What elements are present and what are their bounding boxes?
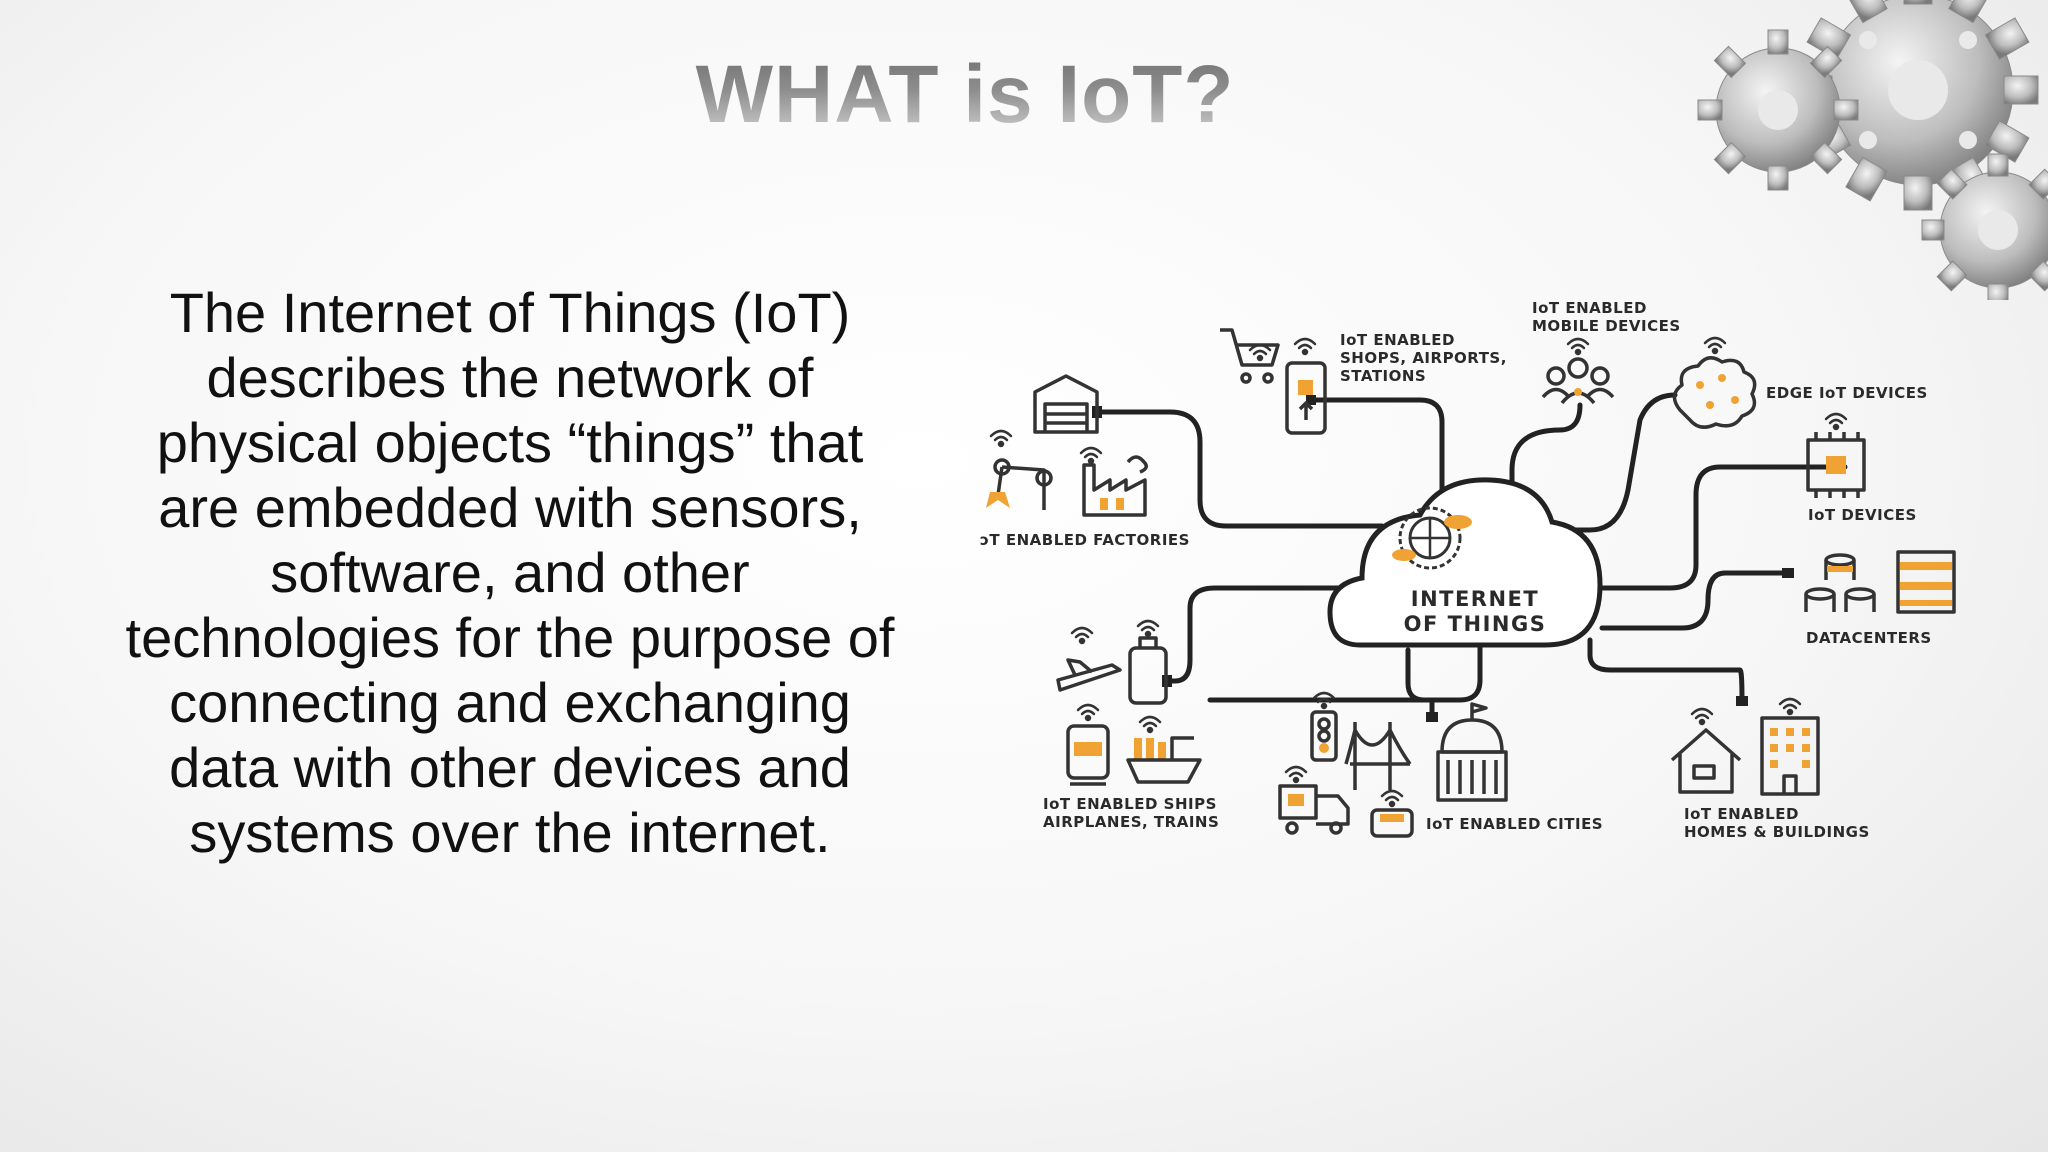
building-icon	[1760, 716, 1820, 796]
connector-lines	[1095, 392, 1848, 719]
iot-diagram: INTERNET OF THINGS ɔT ENABLED FACTORIES …	[980, 299, 1956, 841]
description-line: connecting and exchanging	[169, 671, 851, 734]
chip-icon	[1806, 438, 1866, 492]
datacenters-node: DATACENTERS	[1804, 550, 1956, 647]
traffic-light-icon	[1310, 710, 1338, 762]
airplane-icon	[1056, 658, 1122, 692]
car-icon	[1370, 808, 1414, 838]
shops-label-3: STATIONS	[1340, 367, 1426, 385]
luggage-icon	[1128, 646, 1168, 705]
homes-label-1: IoT ENABLED	[1684, 805, 1799, 823]
truck-icon	[1278, 784, 1350, 835]
ship-icon	[1126, 736, 1202, 784]
description-line: describes the network of	[206, 346, 814, 409]
transport-node: IoT ENABLED SHIPS AIRPLANES, TRAINS	[1043, 636, 1219, 831]
bridge-icon	[1344, 722, 1412, 790]
description-line: data with other devices and	[169, 736, 851, 799]
iot-devices-label: IoT DEVICES	[1808, 506, 1917, 524]
capitol-icon	[1436, 702, 1508, 802]
edge-node: EDGE IoT DEVICES	[1672, 356, 1928, 429]
cities-label: IoT ENABLED CITIES	[1426, 815, 1603, 833]
people-icon	[1541, 357, 1615, 405]
transport-label-1: IoT ENABLED SHIPS	[1043, 795, 1217, 813]
shops-label-1: IoT ENABLED	[1340, 331, 1455, 349]
homes-node: IoT ENABLED HOMES & BUILDINGS	[1670, 716, 1870, 841]
house-icon	[1670, 728, 1742, 794]
train-icon	[1066, 724, 1110, 780]
description-line: physical objects “things” that	[156, 411, 864, 474]
iot-cloud-hub: INTERNET OF THINGS	[1327, 477, 1603, 648]
database-icon	[1804, 553, 1876, 612]
description-line: are embedded with sensors,	[158, 476, 862, 539]
phone-icon	[1285, 361, 1327, 435]
hub-label-line2: OF THINGS	[1404, 612, 1547, 636]
iot-devices-node: IoT DEVICES	[1806, 432, 1917, 524]
factory-icon	[1082, 455, 1148, 517]
mobile-label-2: MOBILE DEVICES	[1532, 317, 1681, 335]
cart-icon	[1220, 328, 1280, 367]
transport-label-2: AIRPLANES, TRAINS	[1043, 813, 1219, 831]
server-rack-icon	[1896, 550, 1956, 614]
shops-node: IoT ENABLED SHOPS, AIRPORTS, STATIONS	[1220, 328, 1507, 435]
edge-label: EDGE IoT DEVICES	[1766, 384, 1928, 402]
factories-label: ɔT ENABLED FACTORIES	[980, 531, 1190, 549]
cities-node: IoT ENABLED CITIES	[1278, 702, 1603, 838]
factories-node: ɔT ENABLED FACTORIES	[980, 374, 1190, 549]
brain-icon	[1672, 356, 1757, 429]
iot-description: The Internet of Things (IoT) describes t…	[90, 280, 930, 865]
description-line: software, and other	[270, 541, 750, 604]
mobile-node: IoT ENABLED MOBILE DEVICES	[1532, 299, 1681, 405]
hub-label-line1: INTERNET	[1411, 587, 1539, 611]
slide-title: WHAT is IoT?	[0, 48, 1930, 142]
warehouse-icon	[1033, 374, 1099, 434]
shops-label-2: SHOPS, AIRPORTS,	[1340, 349, 1507, 367]
homes-label-2: HOMES & BUILDINGS	[1684, 823, 1870, 841]
wifi-icons	[989, 336, 1848, 808]
description-line: systems over the internet.	[189, 801, 831, 864]
gears-decoration	[1668, 0, 2048, 300]
description-line: The Internet of Things (IoT)	[169, 281, 851, 344]
mobile-label-1: IoT ENABLED	[1532, 299, 1647, 317]
description-line: technologies for the purpose of	[125, 606, 895, 669]
robot-arm-icon	[986, 458, 1053, 510]
datacenters-label: DATACENTERS	[1806, 629, 1932, 647]
